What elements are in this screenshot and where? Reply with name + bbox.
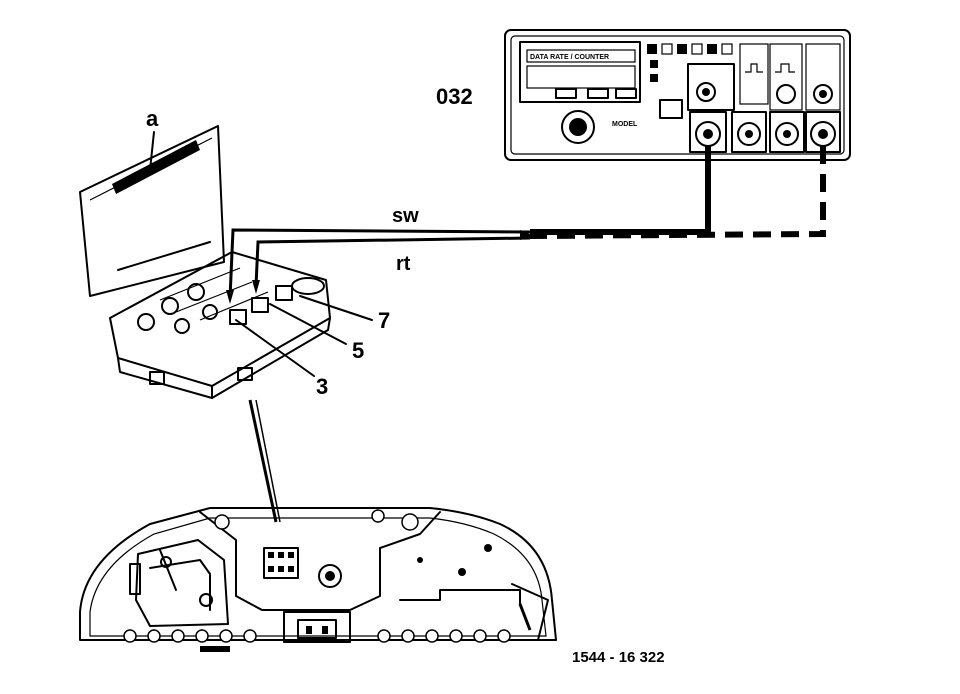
label-3: 3 bbox=[316, 374, 328, 399]
lamp-row bbox=[123, 629, 511, 643]
cable-rt bbox=[252, 146, 826, 294]
relay-box bbox=[79, 125, 331, 399]
instrument-title: DATA RATE / COUNTER bbox=[530, 54, 609, 61]
counter-instrument: DATA RATE / COUNTER MODEL bbox=[504, 29, 851, 161]
figure-number: 1544 - 16 322 bbox=[572, 649, 665, 666]
label-sw: sw bbox=[392, 205, 419, 227]
instrument-cluster bbox=[79, 507, 557, 652]
label-5: 5 bbox=[352, 338, 364, 363]
label-7: 7 bbox=[378, 308, 390, 333]
label-a: a bbox=[146, 106, 159, 131]
label-032: 032 bbox=[436, 84, 473, 109]
instrument-model: MODEL bbox=[612, 121, 638, 128]
label-rt: rt bbox=[396, 253, 411, 275]
bnc-connectors bbox=[689, 111, 841, 153]
